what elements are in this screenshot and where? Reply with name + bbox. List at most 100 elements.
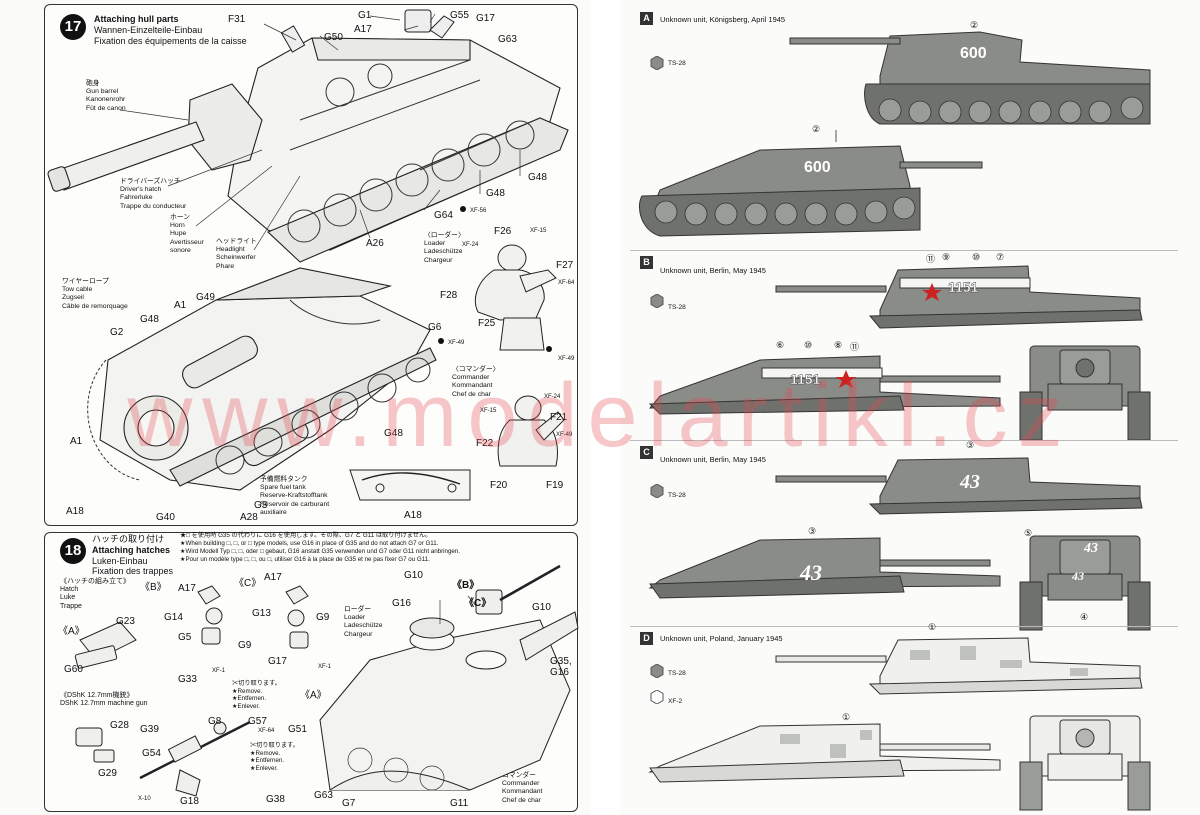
decal-a-left: ②: [812, 124, 821, 134]
paint-x10: X-10: [138, 796, 151, 802]
scheme-D-paint-1: TS-28: [668, 670, 686, 677]
scheme-C-caption: Unknown unit, Berlin, May 1945: [660, 455, 766, 464]
step-17-title-fr: Fixation des équipements de la caisse: [94, 36, 247, 46]
ts28-chip-D: [650, 664, 664, 678]
decal-d-1: ①: [928, 622, 937, 632]
part-G18: G18: [180, 796, 199, 807]
part-G14: G14: [164, 612, 183, 623]
part-G38: G38: [266, 794, 285, 805]
part-G2: G2: [110, 327, 124, 338]
part-G51: G51: [288, 724, 307, 735]
commander-label: コマンダー Commander Kommandant Chef de char: [502, 772, 543, 804]
step-18-title-de: Luken-Einbau: [92, 556, 148, 566]
part-G17: G17: [476, 13, 495, 24]
part-G17-18: G17: [268, 656, 287, 667]
step-17-title: Attaching hull parts: [94, 14, 179, 24]
svg-text:43: 43: [1083, 541, 1098, 556]
scheme-D-paint-2: XF-2: [668, 698, 683, 705]
scheme-a-right-barrel: [789, 37, 901, 45]
scheme-a-left-number: 600: [804, 159, 831, 176]
part-G1: G1: [358, 10, 372, 21]
part-G16: G16: [392, 598, 411, 609]
part-G13: G13: [252, 608, 271, 619]
decal-b-3: ⑩: [972, 252, 981, 262]
scheme-B-badge: B: [640, 256, 653, 269]
decal-b-5: ⑥: [776, 340, 785, 350]
step-18-title-jp: ハッチの取り付け: [92, 534, 165, 544]
callout-spare-fuel-tank: 予備燃料タンク Spare fuel tank Reserve-Kraftsto…: [260, 476, 330, 516]
callout-drivers-hatch: ドライバーズハッチ Driver's hatch Fahrerluke Trap…: [120, 178, 187, 210]
svg-text:1151: 1151: [948, 279, 979, 295]
decal-c-3: ⑤: [1024, 528, 1033, 538]
divider-B-C: [630, 440, 1178, 441]
scheme-A-badge: A: [640, 12, 653, 25]
scheme-a-right-number: 600: [960, 45, 987, 62]
paint-xf56: XF-56: [470, 208, 487, 214]
variant-C-marker: 《C》: [464, 598, 492, 609]
part-G28: G28: [110, 720, 129, 731]
part-G55: G55: [450, 10, 469, 21]
svg-text:1151: 1151: [790, 371, 821, 387]
dshk-subassembly-title: 《DShK 12.7mm機銃》 DShK 12.7mm machine gun: [60, 692, 148, 708]
paint-dot-xf49-b: [546, 346, 552, 352]
callout-headlight: ヘッドライト Headlight Scheinwerfer Phare: [216, 238, 257, 270]
part-G39: G39: [140, 724, 159, 735]
part-G23: G23: [116, 616, 135, 627]
part-G57: G57: [248, 716, 267, 727]
scheme-C-paint: TS-28: [668, 492, 686, 499]
loader-label: ローダー Loader Ladeschütze Chargeur: [344, 606, 383, 638]
xf2-chip-D: [650, 690, 664, 704]
part-G60: G60: [64, 664, 83, 675]
callout-horn: ホーン Horn Hupe Avertisseur sonore: [170, 214, 204, 254]
hatch-subassembly-title: 《ハッチの組み立て》 Hatch Luke Trappe: [60, 578, 130, 610]
part-F22: F22: [476, 438, 494, 449]
part-A17-b: A17: [264, 572, 282, 583]
decal-c-4: ④: [1080, 612, 1089, 622]
decal-a-right: ②: [970, 20, 979, 30]
variant-C: 《C》: [234, 578, 262, 589]
part-G9-b: G9: [316, 612, 330, 623]
svg-text:43: 43: [959, 471, 980, 493]
part-G48-a: G48: [486, 188, 505, 199]
decal-b-7: ⑧: [834, 340, 843, 350]
part-G54: G54: [142, 748, 161, 759]
part-G35-G16: G35, G16: [550, 656, 572, 678]
svg-text:43: 43: [799, 560, 822, 585]
ts28-chip-A: [650, 56, 664, 70]
part-A18-b: A18: [404, 510, 422, 521]
part-G29: G29: [98, 768, 117, 779]
ts28-chip-C: [650, 484, 664, 498]
callout-loader: 〈ローダー〉 Loader Ladeschütze Chargeur: [424, 232, 465, 264]
paint-xf49-a: XF-49: [448, 340, 465, 346]
ts28-chip-B: [650, 294, 664, 308]
part-F25: F25: [478, 318, 496, 329]
part-G49: G49: [196, 292, 215, 303]
part-A17: A17: [354, 24, 372, 35]
paint-xf24-a: XF-24: [462, 242, 479, 248]
paint-xf64-a: XF-64: [558, 280, 575, 286]
scheme-C-badge: C: [640, 446, 653, 459]
part-G40: G40: [156, 512, 175, 523]
step-17-title-en: Attaching hull parts: [94, 14, 179, 24]
part-F26: F26: [494, 226, 512, 237]
part-G33: G33: [178, 674, 197, 685]
scheme-D-caption: Unknown unit, Poland, January 1945: [660, 634, 783, 643]
part-F21: F21: [550, 412, 568, 423]
step-18-title-fr: Fixation des trappes: [92, 566, 174, 576]
part-G63-18: G63: [314, 790, 333, 801]
callout-commander: 〈コマンダー〉 Commander Kommandant Chef de cha…: [452, 366, 500, 398]
decal-c-1: ③: [966, 440, 975, 450]
page-gutter: [590, 0, 620, 815]
step-18-title-en: Attaching hatches: [92, 545, 171, 555]
scheme-B-paint: TS-28: [668, 304, 686, 311]
callout-tow-cable: ワイヤーロープ Tow cable Zugseil Câble de remor…: [62, 278, 128, 310]
decal-b-4: ⑦: [996, 252, 1005, 262]
part-G10-b: G10: [532, 602, 551, 613]
decal-b-6: ⑩: [804, 340, 813, 350]
